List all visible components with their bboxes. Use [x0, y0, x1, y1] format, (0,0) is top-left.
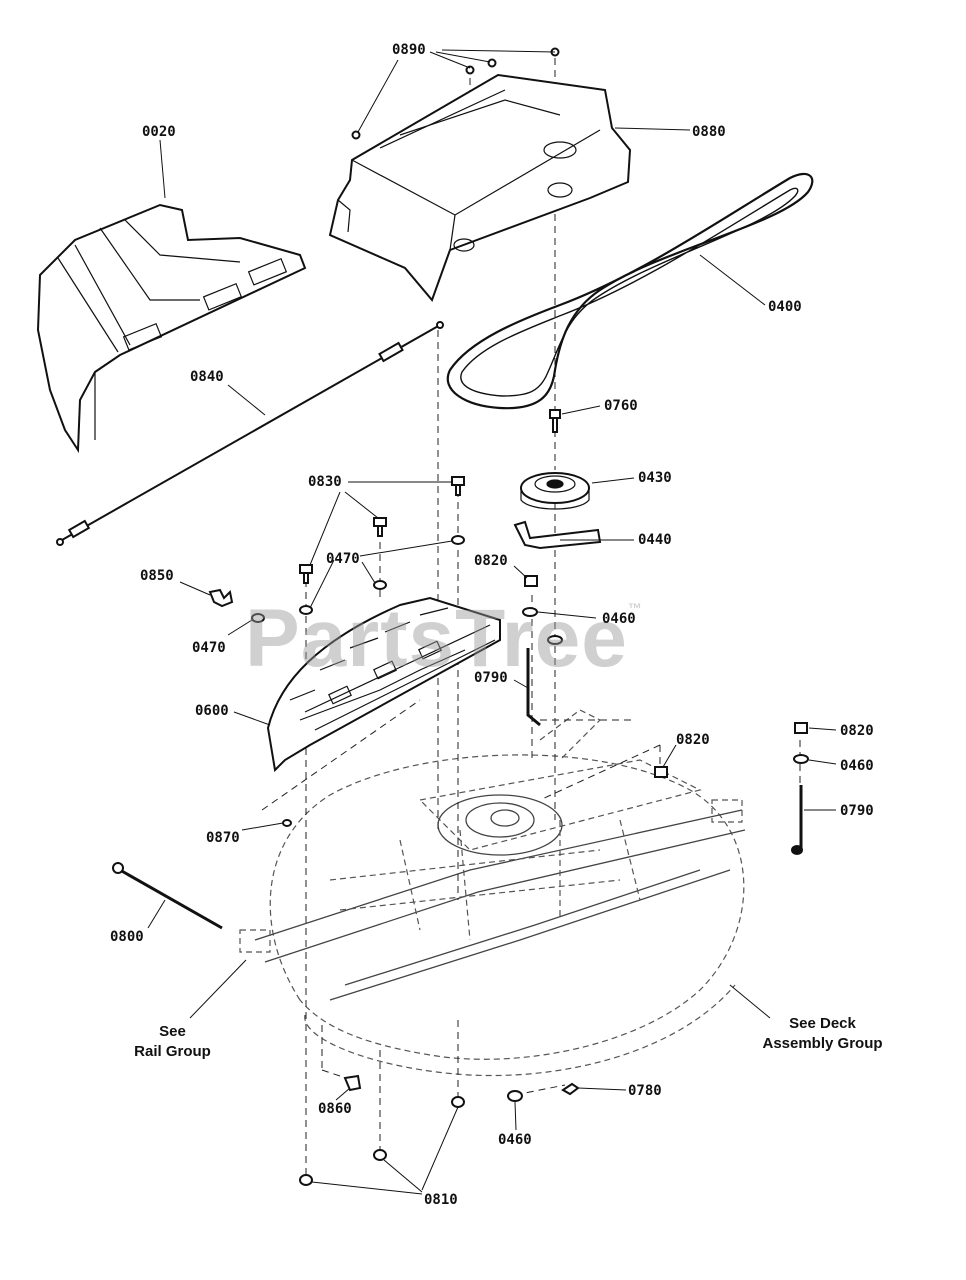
mower-deck-outline: [239, 709, 746, 1077]
part-label-0880: 0880: [692, 124, 726, 140]
part-label-0760: 0760: [604, 398, 638, 414]
bracket-0440: [513, 520, 602, 550]
guard-0600: [266, 596, 501, 773]
part-label-0840: 0840: [190, 369, 224, 385]
part-label-0600: 0600: [195, 703, 229, 719]
part-label-0820: 0820: [474, 553, 508, 569]
drive-belt-0400: [446, 172, 814, 410]
part-label-0870: 0870: [206, 830, 240, 846]
leader-lines: [147, 49, 837, 1195]
part-label-0460-b: 0460: [840, 758, 874, 774]
hardware: [112, 47, 809, 1186]
part-label-0850: 0850: [140, 568, 174, 584]
part-label-0890: 0890: [392, 42, 426, 58]
part-label-0810: 0810: [424, 1192, 458, 1208]
cable-0840: [56, 321, 444, 546]
part-label-0800: 0800: [110, 929, 144, 945]
note-deck-assembly-group: See Deck Assembly Group: [762, 1015, 883, 1052]
part-label-0820-b: 0820: [676, 732, 710, 748]
part-label-0460: 0460: [602, 611, 636, 627]
part-label-0460-c: 0460: [498, 1132, 532, 1148]
part-label-0780: 0780: [628, 1083, 662, 1099]
pulley-0430: [520, 472, 590, 510]
part-label-0470-b: 0470: [192, 640, 226, 656]
part-label-0820-c: 0820: [840, 723, 874, 739]
watermark: PartsTree™: [245, 593, 643, 684]
part-label-0790-b: 0790: [840, 803, 874, 819]
part-label-0830: 0830: [308, 474, 342, 490]
part-label-0440: 0440: [638, 532, 672, 548]
part-label-0020: 0020: [142, 124, 176, 140]
part-label-0790: 0790: [474, 670, 508, 686]
note-rail-group: See Rail Group: [134, 1023, 211, 1060]
part-label-0430: 0430: [638, 470, 672, 486]
part-label-0400: 0400: [768, 299, 802, 315]
part-label-0470: 0470: [326, 551, 360, 567]
deflector-0020: [36, 203, 307, 454]
belt-cover-0880: [328, 73, 632, 302]
part-label-0860: 0860: [318, 1101, 352, 1117]
